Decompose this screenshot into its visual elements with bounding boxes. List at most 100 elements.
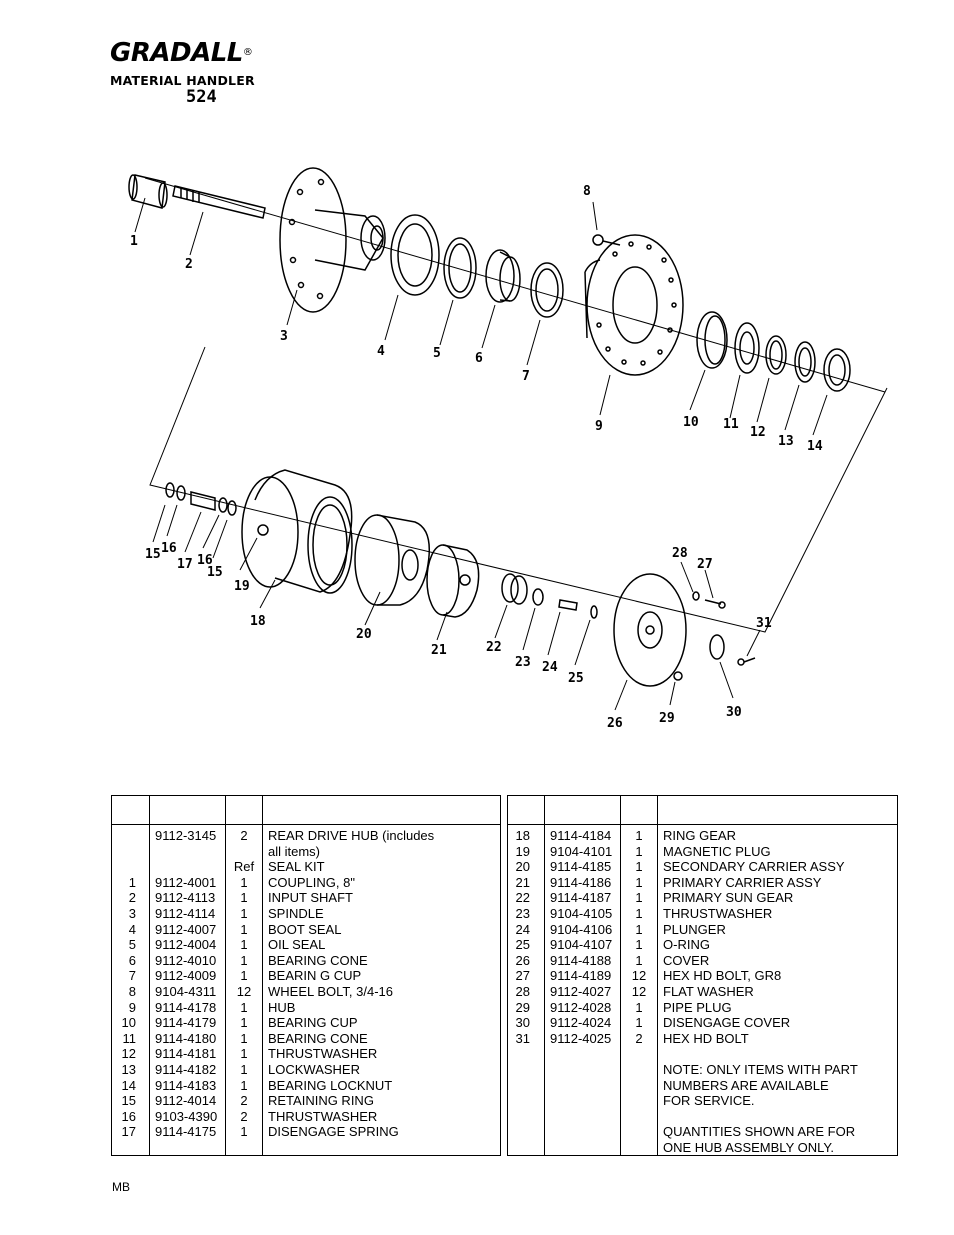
table-row	[508, 1046, 897, 1062]
callout-label: 19	[234, 579, 250, 594]
description-cell: BEARIN G CUP	[268, 968, 362, 984]
item-number-cell: 14	[121, 1077, 136, 1093]
item-number-cell: 25	[515, 937, 530, 953]
bearing-locknut-part	[823, 348, 851, 392]
quantity-cell: 1	[635, 1015, 643, 1031]
part-number-cell: 9104-4107	[550, 937, 613, 953]
description-cell: THRUSTWASHER	[268, 1108, 378, 1124]
part-number-cell: 9112-4114	[155, 905, 216, 921]
item-number-cell: 21	[515, 874, 530, 890]
description-cell: DISENGAGE SPRING	[268, 1124, 399, 1140]
part-number-cell: 9104-4311	[155, 983, 217, 999]
description-cell: LOCKWASHER	[268, 1061, 360, 1077]
part-number-cell: 9112-4113	[155, 890, 216, 906]
page-header: GRADALL® MATERIAL HANDLER 524	[110, 40, 255, 106]
model-number: 524	[186, 87, 217, 107]
quantity-cell: 1	[240, 999, 248, 1015]
description-cell: BEARING CONE	[268, 1030, 368, 1046]
description-cell: HUB	[268, 999, 296, 1015]
item-number-cell: 20	[515, 859, 530, 875]
description-cell: NUMBERS ARE AVAILABLE	[663, 1077, 829, 1093]
item-number-cell: 15	[121, 1093, 136, 1109]
column-divider	[149, 796, 150, 1155]
thrustwasher-part	[765, 335, 787, 375]
callout-label: 15	[207, 565, 223, 580]
description-cell: BEARING LOCKNUT	[268, 1077, 393, 1093]
quantity-cell: 1	[635, 905, 643, 921]
bearing-cup-part	[530, 262, 564, 318]
description-cell: COUPLING, 8"	[268, 874, 355, 890]
item-number-cell: 23	[515, 905, 530, 921]
description-cell: FLAT WASHER	[663, 983, 754, 999]
callout-label: 21	[431, 643, 447, 658]
quantity-cell: 1	[240, 905, 248, 921]
hub-part	[584, 234, 684, 376]
trademark-symbol: ®	[242, 47, 253, 58]
callout-label: 3	[280, 329, 288, 344]
part-number-cell: 9112-3145	[155, 828, 217, 843]
quantity-cell: 1	[240, 1124, 248, 1140]
table-row: NOTE: ONLY ITEMS WITH PART	[508, 1062, 897, 1078]
column-divider	[620, 796, 621, 1155]
item-number-cell: 5	[128, 937, 136, 953]
item-number-cell: 8	[128, 983, 136, 999]
callout-label: 13	[778, 434, 794, 449]
table-row: ONE HUB ASSEMBLY ONLY.	[508, 1140, 897, 1156]
callout-label: 23	[515, 655, 531, 670]
description-cell: PIPE PLUG	[663, 999, 732, 1015]
callout-label: 8	[583, 184, 591, 199]
part-number-cell: 9112-4007	[155, 921, 217, 937]
callout-label: 12	[750, 425, 766, 440]
part-number-cell: 9114-4185	[550, 859, 612, 875]
ring-gear-part	[241, 469, 353, 594]
item-number-cell: 11	[122, 1030, 137, 1046]
item-number-cell: 19	[515, 843, 530, 859]
description-cell: PLUNGER	[663, 921, 726, 937]
input-shaft-part	[172, 185, 266, 219]
part-number-cell: 9114-4187	[550, 890, 612, 906]
description-cell: THRUSTWASHER	[663, 905, 773, 921]
table-header-row	[508, 796, 897, 825]
callout-label: 22	[486, 640, 502, 655]
callout-label: 1	[130, 234, 138, 249]
part-number-cell: 9112-4027	[550, 983, 612, 999]
column-divider	[544, 796, 545, 1155]
spring-retainer-group	[165, 482, 237, 516]
part-number-cell: 9114-4184	[550, 828, 612, 843]
quantity-cell: 12	[631, 968, 647, 984]
quantity-cell: 12	[236, 983, 252, 999]
item-number-cell: 31	[515, 1030, 530, 1046]
part-number-cell: 9114-4180	[155, 1030, 217, 1046]
part-number-cell: 9114-4181	[155, 1046, 217, 1062]
description-cell: BEARING CONE	[268, 952, 368, 968]
callout-label: 20	[356, 627, 372, 642]
quantity-cell: 12	[631, 983, 647, 999]
o-ring-part	[590, 605, 598, 619]
item-number-cell: 22	[515, 890, 530, 906]
item-number-cell: 29	[515, 999, 530, 1015]
brand-name: GRADALL	[110, 38, 243, 68]
callout-label: 29	[659, 711, 675, 726]
description-cell: REAR DRIVE HUB (includes	[268, 828, 435, 843]
description-cell: COVER	[663, 952, 710, 968]
callout-label: 31	[756, 616, 772, 631]
part-number-cell: 9112-4009	[155, 968, 217, 984]
item-number-cell: 27	[515, 968, 530, 984]
quantity-cell: 2	[240, 1093, 248, 1109]
item-number-cell: 24	[515, 921, 530, 937]
